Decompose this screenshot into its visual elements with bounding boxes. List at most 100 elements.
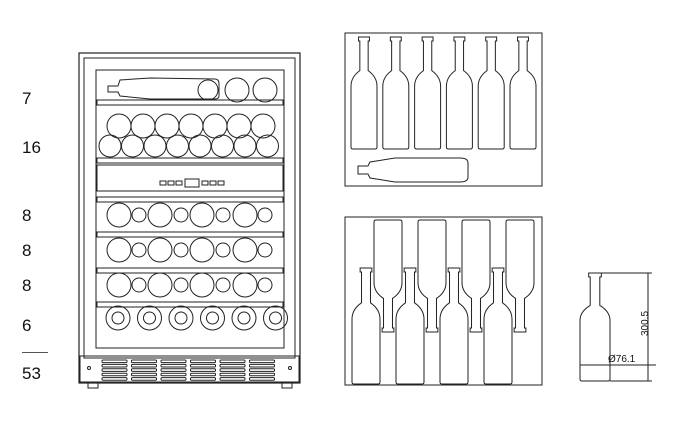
bottle-base [224,77,250,103]
bottle-base [200,305,225,331]
bottle-base [106,272,132,298]
shelf-2-back-row [106,113,276,139]
door-glass [95,69,285,349]
bottle-punt [206,311,219,325]
bottle-punt [237,311,251,325]
bottle-base [106,113,132,139]
standing-bottle [445,36,473,150]
vent-slot [160,363,187,368]
total-count: 53 [22,364,41,383]
vent-slot [219,359,246,364]
control-button [209,180,217,186]
shelf-5-bottles [106,272,273,298]
shelf-4-bottles [106,237,273,263]
bottle-base [226,113,252,139]
shelf-5 [96,267,284,274]
bottle-base [147,272,173,298]
standing-bottle [350,36,378,150]
vent-slot [160,377,187,381]
vent-slot [131,372,157,377]
bottle-base [232,272,258,298]
bottle-base [232,202,258,228]
wine-cooler-cabinet [78,52,301,389]
inverted-bottle [373,219,403,333]
control-button [167,180,175,186]
shelf-count-1: 7 [22,89,32,108]
bottle-base [215,242,231,258]
interleaved-bottles-panel [344,216,543,386]
bottle-base [106,237,132,263]
bottle-base [131,207,147,223]
vent-slot [131,368,157,372]
shelf-3 [96,196,284,203]
panel-outline [344,216,543,386]
inverted-bottle [461,219,491,333]
shelf-1-bottles [107,77,278,103]
bottle-base [257,277,273,293]
vent-slot [131,359,157,364]
bottle-base [130,113,156,139]
bottle-base [131,242,147,258]
shelf-3-bottles [106,202,273,228]
bottle-base [215,277,231,293]
standing-bottle [382,36,410,150]
bottle-base [233,134,257,158]
vent-slot [219,363,246,368]
control-button [217,180,225,186]
vent-slot [190,377,216,381]
vent-slot [101,359,128,364]
bottle-base [168,305,194,331]
bottle-base [232,237,258,263]
standing-bottle [477,36,505,150]
bottle-base [147,202,173,228]
vent-slot [160,372,187,377]
vent-slot [160,368,187,372]
bottle-base [252,77,278,103]
bottle-base [231,305,257,331]
vent-slot [101,368,128,372]
bottle-base [202,113,228,139]
upright-bottle [351,267,381,385]
vent-slot [219,368,246,372]
vent-slot [219,377,246,381]
foot-left [87,381,99,389]
bottle-punt [269,311,282,325]
bottle-base [215,207,231,223]
bottle-base [143,134,167,158]
shelf-count-4: 8 [22,241,32,260]
lying-bottle [357,157,469,183]
standing-bottles-panel [344,32,543,187]
standing-bottle [509,36,537,150]
bottle-base [154,113,180,139]
door-frame [83,57,296,359]
vent-slot [160,359,187,364]
shelf-6-bottles [105,305,288,331]
bottle-base [178,113,204,139]
shelf-count-3: 8 [22,206,32,225]
vent-slot [101,363,128,368]
shelf-2 [96,157,284,164]
vent-slot [101,372,128,377]
vent-slot [190,363,216,368]
upright-bottle [395,267,425,385]
vent-slot [190,372,216,377]
vent-slot [190,359,216,364]
inverted-bottle [417,219,447,333]
shelf-2-front-row [98,134,279,158]
shelf-count-6: 6 [22,316,32,335]
shelf-1 [96,99,284,106]
total-divider [22,352,48,353]
panel-outline [344,32,543,187]
digital-display-icon [184,178,200,188]
vent-slot [190,368,216,372]
screw-left [87,366,91,370]
bottle-base [211,134,234,158]
bottle-base [263,305,288,331]
bottle-base [121,134,144,158]
vent-slot [219,372,246,377]
control-button [175,180,183,186]
vent-slot [249,363,275,368]
dimension-drawing [579,272,656,382]
bottle-height-label: 300.5 [640,311,651,336]
